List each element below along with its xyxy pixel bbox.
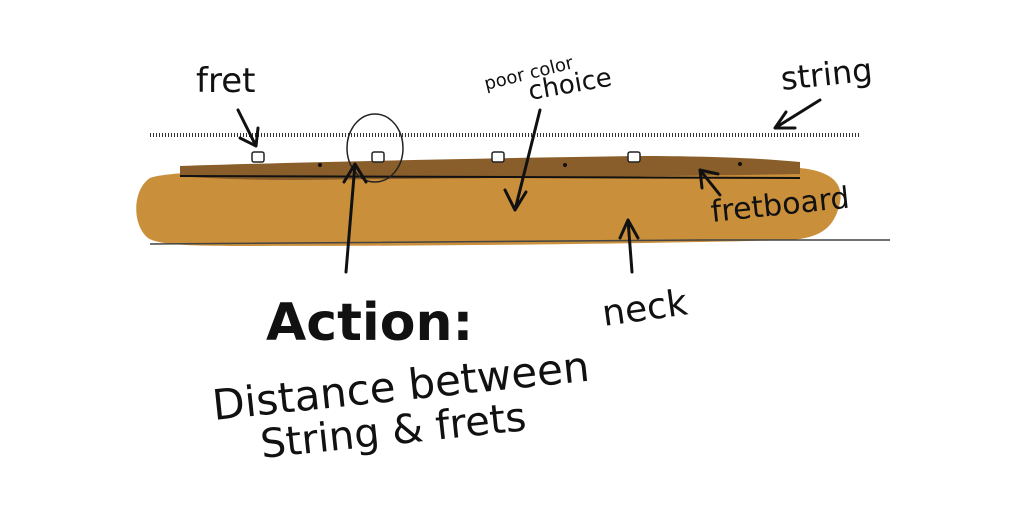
- label-action-title: Action:: [266, 293, 473, 353]
- inlay-dot: [563, 163, 567, 167]
- fret-marker: [251, 151, 265, 163]
- fret-marker: [371, 151, 385, 163]
- poor-color-arrow: [503, 108, 542, 212]
- fret-marker: [627, 151, 641, 163]
- label-fret: fret: [196, 61, 255, 101]
- neck-shape: [136, 166, 841, 246]
- action-highlight-circle: [346, 113, 404, 183]
- inlay-dot: [318, 163, 322, 167]
- neck-arrow: [618, 218, 640, 274]
- label-string: string: [779, 51, 874, 98]
- fretboard-shape: [180, 156, 800, 180]
- fretboard-edge-line: [179, 175, 801, 179]
- fretboard-arrow: [698, 168, 722, 197]
- fret-arrow: [236, 108, 260, 148]
- string-arrow: [773, 98, 822, 130]
- neck-outline: [149, 239, 890, 245]
- action-arrow: [342, 162, 368, 274]
- label-neck: neck: [600, 282, 691, 335]
- inlay-dot: [738, 162, 742, 166]
- fret-marker: [491, 151, 505, 163]
